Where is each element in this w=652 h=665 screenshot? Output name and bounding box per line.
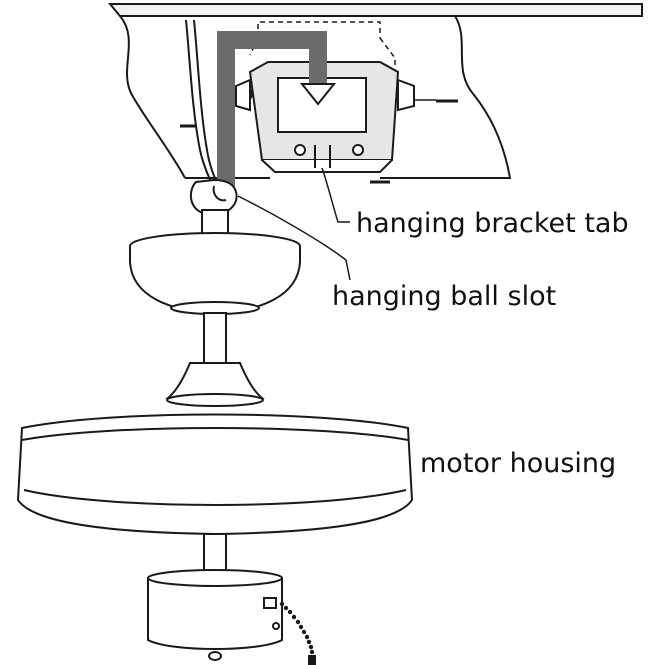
motor-housing-body <box>16 413 414 536</box>
hanging-ball <box>189 178 238 216</box>
label-hanging-ball-slot: hanging ball slot <box>332 281 556 312</box>
label-motor-housing: motor housing <box>420 448 616 479</box>
downrod <box>203 312 227 364</box>
switch-housing <box>147 569 283 661</box>
supply-wires <box>185 19 221 191</box>
lead-ticks <box>180 99 458 184</box>
leader-bracket-tab <box>321 167 350 223</box>
downrod-upper <box>201 209 229 237</box>
leader-lines <box>237 167 351 281</box>
label-hanging-bracket-tab: hanging bracket tab <box>356 208 629 239</box>
lower-shaft <box>203 533 227 575</box>
canopy <box>129 232 301 315</box>
motor-collar <box>165 362 265 407</box>
pull-chain <box>279 601 316 665</box>
leader-ball-slot <box>237 195 351 281</box>
routing-arrow <box>217 31 337 190</box>
